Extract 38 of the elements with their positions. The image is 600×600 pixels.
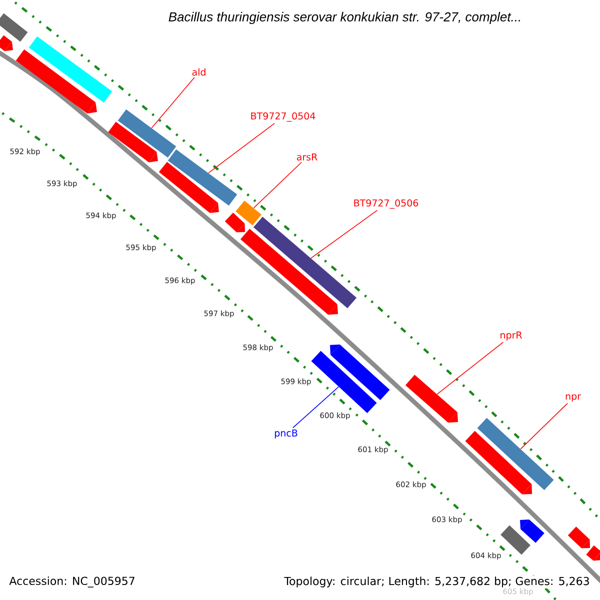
gene-feature xyxy=(0,35,13,52)
gene-feature xyxy=(16,49,97,114)
gene-feature xyxy=(568,526,590,548)
gene-label: BT9727_0506 xyxy=(354,199,418,209)
gene-feature xyxy=(330,344,390,400)
gene-feature xyxy=(405,374,458,423)
gene-feature xyxy=(311,350,377,414)
gene-label: arsR xyxy=(296,153,318,161)
leader-line xyxy=(253,162,302,208)
gene-feature xyxy=(586,545,600,561)
gene-feature xyxy=(168,149,238,206)
leader-line xyxy=(520,402,568,450)
gene-feature xyxy=(118,109,176,158)
topology-text: Topology: circular; Length: 5,237,682 bp; Genes: 5,263 xyxy=(283,576,591,588)
accession-text: Accession: NC_005957 xyxy=(8,576,136,588)
gene-label: ald xyxy=(192,68,206,76)
gene-feature xyxy=(224,212,245,232)
leader-line xyxy=(151,76,195,128)
gene-label: pncB xyxy=(274,430,298,438)
gene-feature xyxy=(158,162,219,213)
gene-label: npr xyxy=(566,394,581,402)
gene-feature xyxy=(236,200,262,226)
gene-feature xyxy=(465,430,532,494)
gene-feature xyxy=(240,228,338,315)
gene-label: BT9727_0504 xyxy=(251,112,316,122)
leader-line xyxy=(436,342,504,395)
gene-feature xyxy=(108,122,158,162)
gene-feature xyxy=(253,216,357,308)
title: Bacillus thuringiensis serovar konkukian str. 97-27, complet... xyxy=(168,12,520,24)
leader-line xyxy=(310,210,378,259)
gene-feature xyxy=(0,13,28,42)
gene-feature xyxy=(520,520,544,543)
gene-label: nprR xyxy=(500,332,522,340)
leader-line xyxy=(208,122,275,174)
gene-feature xyxy=(477,418,554,490)
gene-feature xyxy=(500,525,530,555)
gene-feature xyxy=(28,36,112,103)
leader-line xyxy=(292,386,340,428)
